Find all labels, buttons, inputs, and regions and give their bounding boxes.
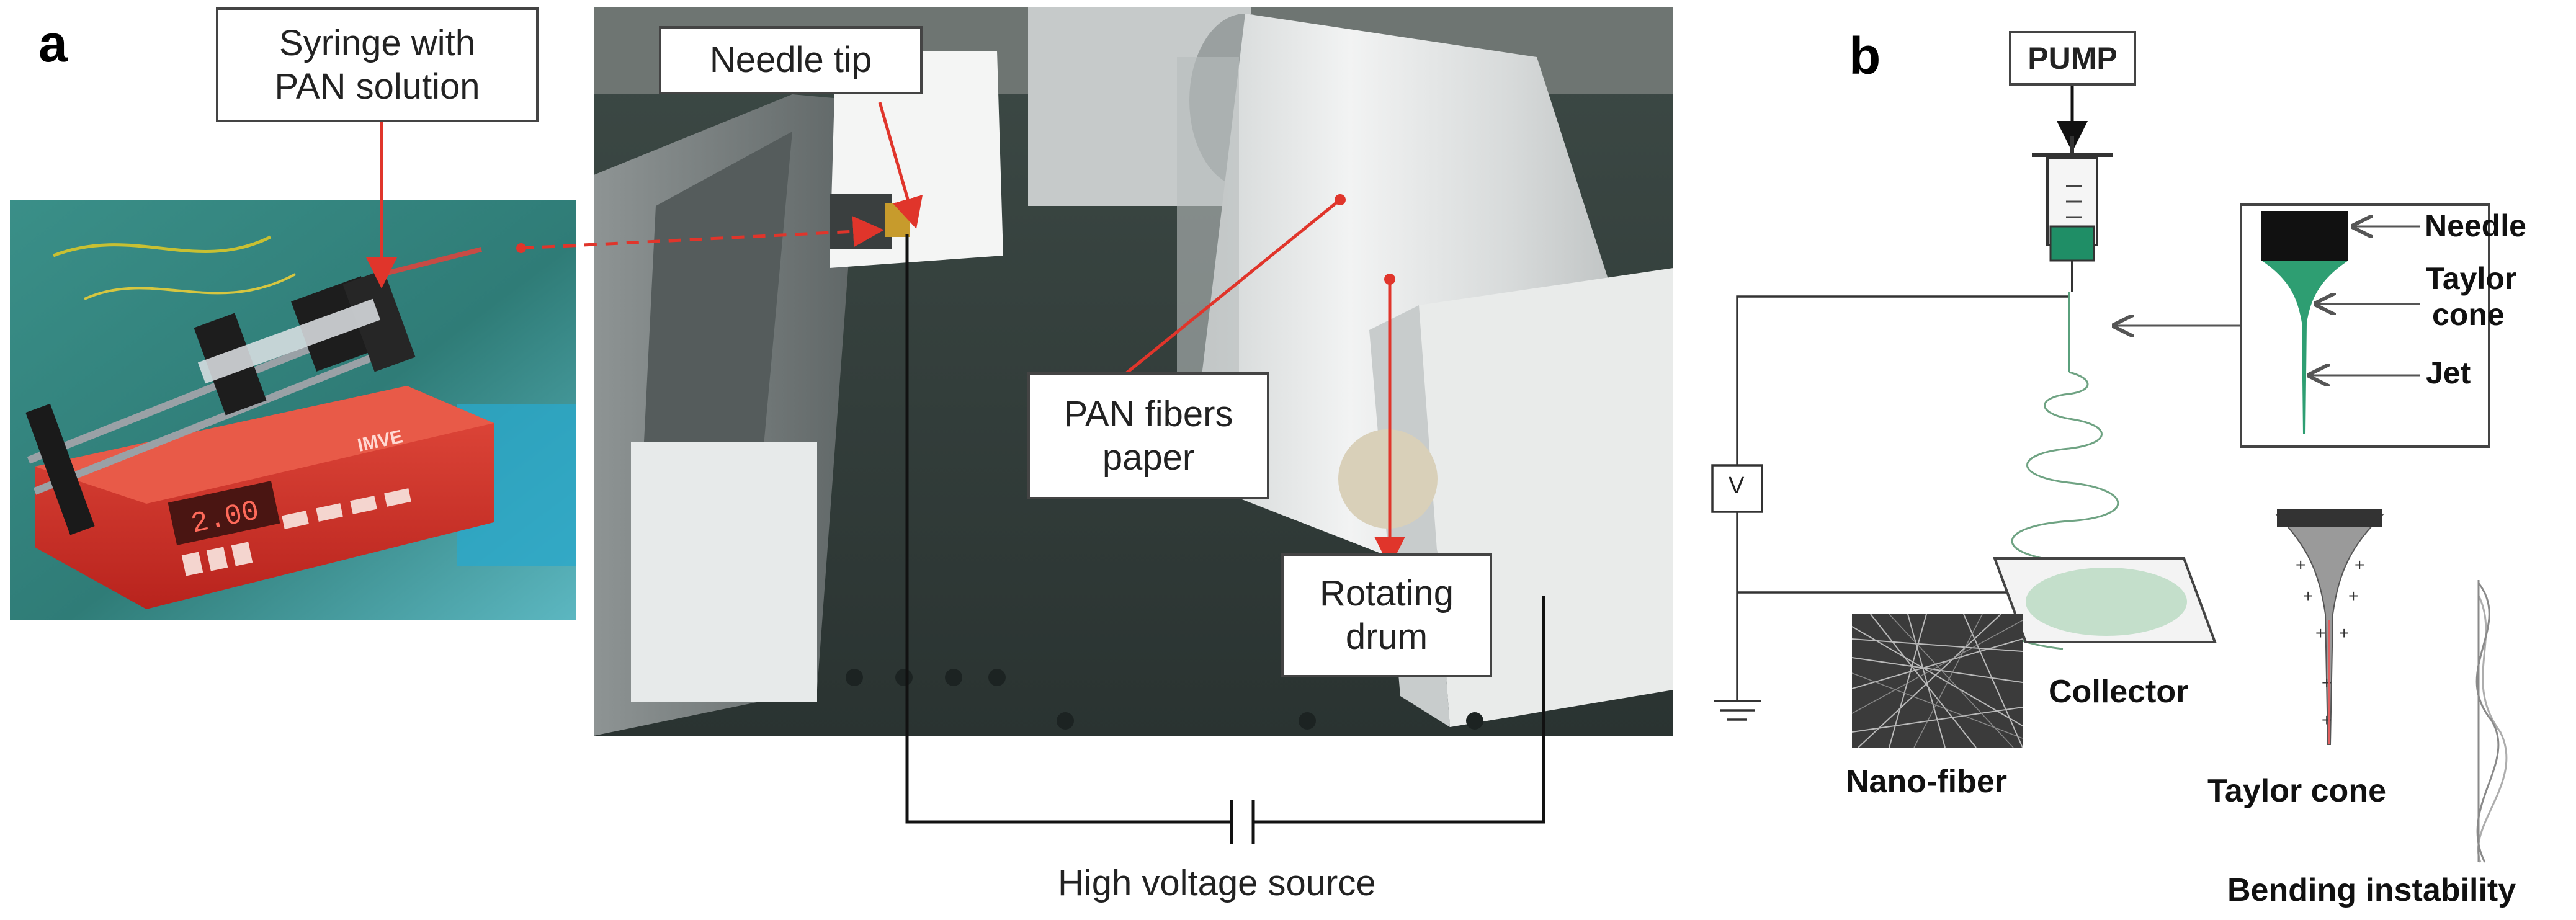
svg-text:+: + <box>2355 555 2364 574</box>
svg-text:+: + <box>2296 555 2305 574</box>
svg-text:+: + <box>2315 623 2325 643</box>
taylor-cone-bottom-label: Taylor cone <box>2207 773 2387 809</box>
pump-text: PUMP <box>2028 41 2118 76</box>
svg-text:+: + <box>2322 673 2332 692</box>
needle-tip-pointer <box>878 102 923 230</box>
rotating-drum-line2: drum <box>1345 617 1428 657</box>
needle-tip-text: Needle tip <box>709 40 872 81</box>
schematic-wires <box>1711 295 2069 721</box>
pan-fibers-label: PAN fibers paper <box>1027 372 1269 499</box>
nano-fiber-sem-image <box>1852 614 2023 748</box>
pan-fibers-line1: PAN fibers <box>1063 393 1233 434</box>
panel-b-letter: b <box>1849 27 1881 85</box>
svg-text:+: + <box>2348 586 2358 605</box>
pan-fibers-pointer <box>1109 199 1341 387</box>
panel-a-letter: a <box>38 14 68 73</box>
needle-inset <box>2240 203 2490 448</box>
hv-source-label: High voltage source <box>1058 863 1376 903</box>
rotating-drum-label: Rotating drum <box>1281 553 1492 677</box>
syringe-label-line2: PAN solution <box>274 66 480 107</box>
voltage-label: V <box>1729 473 1745 499</box>
pump-label: PUMP <box>2009 31 2136 86</box>
nano-fiber-label: Nano-fiber <box>1846 764 2007 800</box>
pan-fibers-line2: paper <box>1102 437 1195 478</box>
pump-buttons <box>181 488 411 576</box>
rotating-drum-line1: Rotating <box>1319 573 1454 614</box>
bending-instability-label: Bending instability <box>2227 872 2516 908</box>
svg-text:+: + <box>2322 710 2332 730</box>
jet-label: Jet <box>2426 355 2471 390</box>
needle-tip-label: Needle tip <box>659 26 923 94</box>
schematic-syringe <box>2032 136 2113 292</box>
svg-text:+: + <box>2339 623 2349 643</box>
syringe-label-line1: Syringe with <box>279 22 475 63</box>
hv-circuit <box>905 234 1545 844</box>
taylor-cone-label-line2: cone <box>2432 297 2505 332</box>
bending-instability-illustration <box>2475 580 2508 863</box>
syringe-label: Syringe with PAN solution <box>216 7 539 122</box>
collector-label: Collector <box>2049 674 2189 710</box>
dashed-link <box>521 216 884 250</box>
syringe-pump-photo: 2.00 IMVE <box>10 200 576 620</box>
needle-label: Needle <box>2425 208 2526 243</box>
taylor-cone-illustration: ++ ++ ++ ++ <box>2275 509 2384 745</box>
svg-text:+: + <box>2303 586 2313 605</box>
taylor-cone-label-line1: Taylor <box>2426 261 2517 296</box>
